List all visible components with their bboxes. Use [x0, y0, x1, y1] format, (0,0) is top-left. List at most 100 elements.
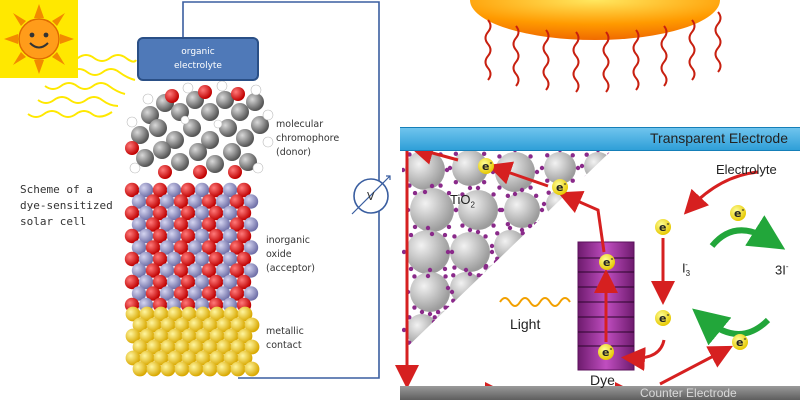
- oxygen-atom: [180, 182, 196, 198]
- metal-atom: [153, 328, 169, 344]
- titanium-atom: [243, 240, 259, 255]
- metal-atom: [167, 306, 183, 322]
- dye-adsorbate: [455, 309, 461, 315]
- dye-adsorbate: [541, 201, 547, 207]
- dye-label: Dye: [590, 372, 615, 388]
- dye-adsorbate: [437, 327, 443, 333]
- oxygen-atom: [145, 194, 161, 209]
- metal-atom: [139, 328, 155, 344]
- oxygen-atom: [208, 228, 224, 244]
- metal-atom: [209, 328, 225, 344]
- counter-electrode-bar: [400, 386, 800, 400]
- oxygen-atom: [236, 274, 252, 290]
- electron-icon: e-: [732, 334, 748, 350]
- metal-atom: [139, 350, 155, 366]
- metal-atom: [237, 306, 253, 322]
- dye-adsorbate: [422, 189, 428, 195]
- titanium-atom: [159, 240, 175, 255]
- metal-atom: [167, 328, 183, 344]
- metal-atom: [160, 317, 176, 333]
- svg-text:e-: e-: [659, 311, 669, 325]
- titanium-atom: [138, 205, 154, 221]
- oxygen-atom: [124, 205, 140, 221]
- metal-atom: [195, 306, 211, 322]
- tio2-particle: [410, 188, 454, 232]
- dye-adsorbate: [481, 285, 487, 291]
- metal-atom: [230, 361, 246, 377]
- dye-adsorbate: [479, 273, 485, 279]
- titanium-atom: [194, 251, 210, 267]
- metal-atom: [125, 306, 141, 322]
- titanium-atom: [159, 286, 175, 301]
- electron-icon: e-: [655, 310, 671, 326]
- molecular-chromophore-label: molecular chromophore (donor): [276, 119, 340, 158]
- dye-adsorbate: [497, 154, 502, 159]
- dye-adsorbate: [503, 263, 509, 269]
- metal-atom: [188, 317, 204, 333]
- titanium-atom: [194, 228, 210, 244]
- dye-adsorbate: [505, 193, 511, 199]
- dye-adsorbate: [483, 283, 489, 289]
- dye-adsorbate: [460, 223, 465, 228]
- titanium-atom: [222, 205, 238, 221]
- dye-adsorbate: [435, 309, 441, 315]
- metal-atom: [230, 317, 246, 333]
- circuit-wire: [182, 1, 380, 379]
- electron-icon: e-: [598, 344, 614, 360]
- dye-adsorbate: [607, 175, 612, 180]
- oxygen-atom: [229, 217, 245, 232]
- dye-adsorbate: [427, 311, 433, 317]
- transparent-electrode-bar: [400, 127, 800, 151]
- titanium-atom: [131, 194, 147, 209]
- metal-atom: [174, 339, 190, 355]
- electron-icon: e-: [552, 179, 568, 195]
- metal-atom: [216, 361, 232, 377]
- dye-adsorbate: [412, 274, 417, 279]
- oxygen-atom: [201, 240, 217, 255]
- dye-adsorbate: [432, 340, 437, 345]
- dye-adsorbate: [579, 163, 585, 169]
- dye-adsorbate: [408, 232, 414, 238]
- oxygen-atom: [229, 263, 245, 278]
- oxygen-atom: [173, 240, 189, 255]
- oxygen-atom: [208, 251, 224, 267]
- metal-atom: [125, 350, 141, 366]
- dye-adsorbate: [569, 213, 574, 218]
- dye-adsorbate: [455, 329, 461, 335]
- oxygen-atom: [208, 182, 224, 198]
- transparent-electrode-label: Transparent Electrode: [650, 130, 788, 146]
- dye-adsorbate: [533, 221, 539, 227]
- titanium-atom: [215, 194, 231, 209]
- titanium-atom: [243, 194, 259, 209]
- titanium-atom: [222, 251, 238, 267]
- dye-adsorbate: [475, 185, 481, 191]
- dye-adsorbate: [499, 207, 505, 213]
- dye-adsorbate: [445, 333, 451, 339]
- oxygen-atom: [201, 217, 217, 232]
- titanium-atom: [187, 263, 203, 278]
- inorganic-oxide-label: inorganic oxide (acceptor): [266, 235, 315, 274]
- dye-adsorbate: [481, 179, 487, 185]
- metal-atom: [216, 339, 232, 355]
- counter-electrode-label: Counter Electrode: [640, 386, 737, 400]
- oxygen-atom: [152, 274, 168, 290]
- electron-icon: e-: [478, 158, 494, 174]
- metal-atom: [153, 350, 169, 366]
- dye-adsorbate: [523, 233, 529, 239]
- oxygen-atom: [236, 205, 252, 221]
- titanium-atom: [222, 274, 238, 290]
- titanium-atom: [243, 286, 259, 301]
- oxygen-atom: [173, 286, 189, 301]
- dye-adsorbate: [546, 190, 551, 195]
- titanium-atom: [215, 263, 231, 278]
- oxygen-atom: [229, 240, 245, 255]
- titanium-atom: [138, 274, 154, 290]
- voltmeter-icon: [351, 175, 391, 215]
- electrolyte-label: Electrolyte: [716, 162, 777, 177]
- dye-adsorbate: [442, 232, 448, 238]
- oxygen-atom: [208, 205, 224, 221]
- titanium-atom: [222, 228, 238, 244]
- dye-adsorbate: [453, 151, 459, 157]
- dye-adsorbate: [551, 233, 557, 239]
